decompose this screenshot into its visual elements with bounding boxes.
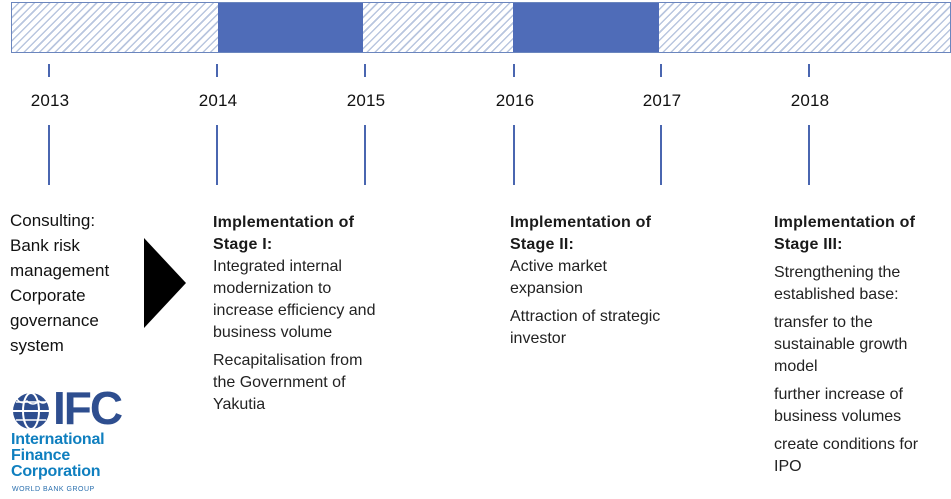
text-line: Attraction of strategic xyxy=(510,308,661,325)
text-line: create conditions for xyxy=(774,436,919,453)
tick-short-2017 xyxy=(660,64,662,77)
text-line: Yakutia xyxy=(213,396,266,413)
text-line: IPO xyxy=(774,458,802,475)
tick-long-2013 xyxy=(48,125,50,185)
stage-3-paragraph: create conditions for IPO xyxy=(774,434,950,478)
logo-line: International xyxy=(11,431,105,448)
text-line: Strengthening the xyxy=(774,264,901,281)
tick-short-2014 xyxy=(216,64,218,77)
stage-3-heading-line: Stage III: xyxy=(774,236,843,253)
consulting-line: management xyxy=(10,261,110,280)
logo-group: WORLD BANK GROUP xyxy=(12,486,95,493)
text-line: Recapitalisation from xyxy=(213,352,363,369)
tick-long-2015 xyxy=(364,125,366,185)
tick-short-2016 xyxy=(513,64,515,77)
text-line: Active market xyxy=(510,258,607,275)
text-line: modernization to xyxy=(213,280,332,297)
year-label-2016: 2016 xyxy=(495,91,535,110)
logo-line: Corporation xyxy=(11,463,101,480)
stage-1-heading: Implementation of Stage I: xyxy=(213,212,423,256)
logo-acronym: IFC xyxy=(53,382,123,434)
consulting-line: system xyxy=(10,336,64,355)
text-line: further increase of xyxy=(774,386,903,403)
timeline-segment-2015 xyxy=(363,3,513,52)
stage-1-block: Implementation of Stage I: Integrated in… xyxy=(213,212,423,416)
year-label-2014: 2014 xyxy=(198,91,238,110)
stage-3-heading: Implementation of Stage III: xyxy=(774,212,950,256)
stage-2-paragraph: Attraction of strategic investor xyxy=(510,306,720,350)
text-line: business volume xyxy=(213,324,333,341)
tick-long-2018 xyxy=(808,125,810,185)
stage-1-paragraph: Recapitalisation from the Government of … xyxy=(213,350,423,416)
ifc-logo: IFC International Finance Corporation WO… xyxy=(11,382,136,499)
stage-2-block: Implementation of Stage II: Active marke… xyxy=(510,212,720,350)
text-line: model xyxy=(774,358,818,375)
stage-3-block: Implementation of Stage III: Strengtheni… xyxy=(774,212,950,478)
timeline-segment-2014 xyxy=(218,3,363,52)
text-line: increase efficiency and xyxy=(213,302,376,319)
consulting-line: Consulting: xyxy=(10,211,96,230)
stage-2-heading-line: Implementation of xyxy=(510,214,652,231)
tick-long-2014 xyxy=(216,125,218,185)
logo-line: Finance xyxy=(11,447,71,464)
stage-3-paragraph: transfer to the sustainable growth model xyxy=(774,312,950,378)
consulting-line: Bank risk xyxy=(10,236,80,255)
text-line: Integrated internal xyxy=(213,258,342,275)
year-label-2013: 2013 xyxy=(30,91,70,110)
stage-3-heading-line: Implementation of xyxy=(774,214,916,231)
text-line: established base: xyxy=(774,286,899,303)
stage-1-heading-line: Stage I: xyxy=(213,236,273,253)
tick-short-2015 xyxy=(364,64,366,77)
tick-short-2013 xyxy=(48,64,50,77)
text-line: transfer to the xyxy=(774,314,873,331)
stage-1-heading-line: Implementation of xyxy=(213,214,355,231)
text-line: sustainable growth xyxy=(774,336,908,353)
stage-2-paragraph: Active market expansion xyxy=(510,256,720,300)
text-line: expansion xyxy=(510,280,583,297)
year-label-2018: 2018 xyxy=(790,91,830,110)
consulting-line: governance xyxy=(10,311,99,330)
text-line: investor xyxy=(510,330,567,347)
timeline-segment-2013 xyxy=(12,3,218,52)
timeline-segment-2016 xyxy=(513,3,659,52)
year-label-2017: 2017 xyxy=(642,91,682,110)
consulting-block: Consulting: Bank risk management Corpora… xyxy=(10,208,109,358)
stage-2-heading: Implementation of Stage II: xyxy=(510,212,720,256)
globe-icon xyxy=(13,392,49,430)
tick-long-2016 xyxy=(513,125,515,185)
year-label-2015: 2015 xyxy=(346,91,386,110)
text-line: business volumes xyxy=(774,408,902,425)
consulting-line: Corporate xyxy=(10,286,86,305)
text-line: the Government of xyxy=(213,374,346,391)
stage-3-paragraph: further increase of business volumes xyxy=(774,384,950,428)
timeline-band xyxy=(11,2,951,53)
tick-long-2017 xyxy=(660,125,662,185)
timeline-segment-2017 xyxy=(659,3,950,52)
stage-1-paragraph: Integrated internal modernization to inc… xyxy=(213,256,423,344)
tick-short-2018 xyxy=(808,64,810,77)
stage-2-heading-line: Stage II: xyxy=(510,236,575,253)
play-triangle-icon xyxy=(144,238,186,328)
stage-3-paragraph: Strengthening the established base: xyxy=(774,262,950,306)
